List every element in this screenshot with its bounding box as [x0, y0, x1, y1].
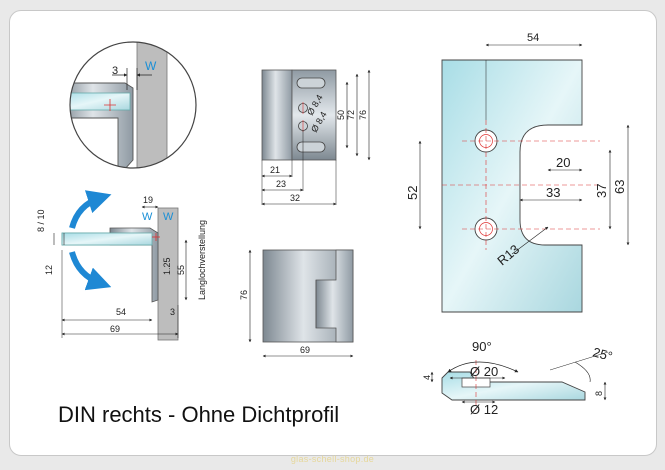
dim-76-plate: 76	[358, 110, 368, 120]
plate-back	[261, 69, 293, 161]
dim-19: 19	[143, 195, 153, 205]
dim-54-glass: 54	[527, 32, 539, 44]
rotate-up-arrow	[69, 190, 112, 229]
dim-33: 33	[546, 185, 560, 200]
rotate-down-arrow	[69, 251, 112, 291]
section-view: 90° Ø 20 Ø 12 4 8 25°	[422, 339, 614, 417]
site-watermark: glas-schell-shop.de	[290, 454, 375, 464]
dim-76-cover: 76	[239, 290, 249, 300]
dim-dia-12: Ø 12	[470, 402, 498, 417]
side-view: W W Langlochverstellung 8 / 10 12 19 1.2…	[36, 190, 207, 341]
dim-8: 8	[594, 391, 604, 396]
cover-view: 76 69	[239, 249, 354, 358]
plate-view: Ø 8,4 Ø 8,4 50 72 76 21 23 32	[261, 69, 371, 206]
wall-label-side-1: W	[142, 211, 153, 223]
wall-section	[136, 42, 168, 168]
dim-72: 72	[346, 110, 356, 120]
dim-8-10: 8 / 10	[36, 209, 46, 232]
dim-50: 50	[336, 110, 346, 120]
angle-25: 25°	[591, 344, 614, 364]
dim-69-cover: 69	[300, 345, 310, 355]
dim-32: 32	[290, 193, 300, 203]
slot-top	[296, 77, 326, 89]
drawing-title: DIN rechts - Ohne Dichtprofil	[58, 402, 340, 427]
glass-view: 54 52 20 33 37 63 R13	[405, 32, 630, 313]
dim-63: 63	[612, 180, 627, 194]
angle-90: 90°	[472, 339, 492, 354]
dim-37: 37	[594, 184, 609, 198]
dim-23: 23	[276, 179, 286, 189]
dim-4: 4	[422, 375, 432, 380]
dim-69-side: 69	[110, 324, 120, 334]
dim-54-side: 54	[116, 307, 126, 317]
wall-label-detail: W	[145, 59, 157, 73]
dim-20: 20	[556, 155, 570, 170]
dim-12: 12	[44, 265, 54, 275]
slot-bottom	[296, 141, 326, 153]
dim-21: 21	[270, 165, 280, 175]
dim-dia-20: Ø 20	[470, 364, 498, 379]
dim-3-side: 3	[170, 307, 175, 317]
dim-55: 55	[176, 265, 186, 275]
dim-1-25: 1.25	[162, 257, 172, 275]
glass-panel	[441, 59, 583, 313]
gap-dim-label: 3	[112, 65, 118, 77]
rotation-label: Langlochverstellung	[197, 220, 207, 300]
detail-circle: 3 W	[69, 41, 197, 169]
dim-52: 52	[405, 186, 420, 200]
wall-label-side-2: W	[163, 211, 174, 223]
